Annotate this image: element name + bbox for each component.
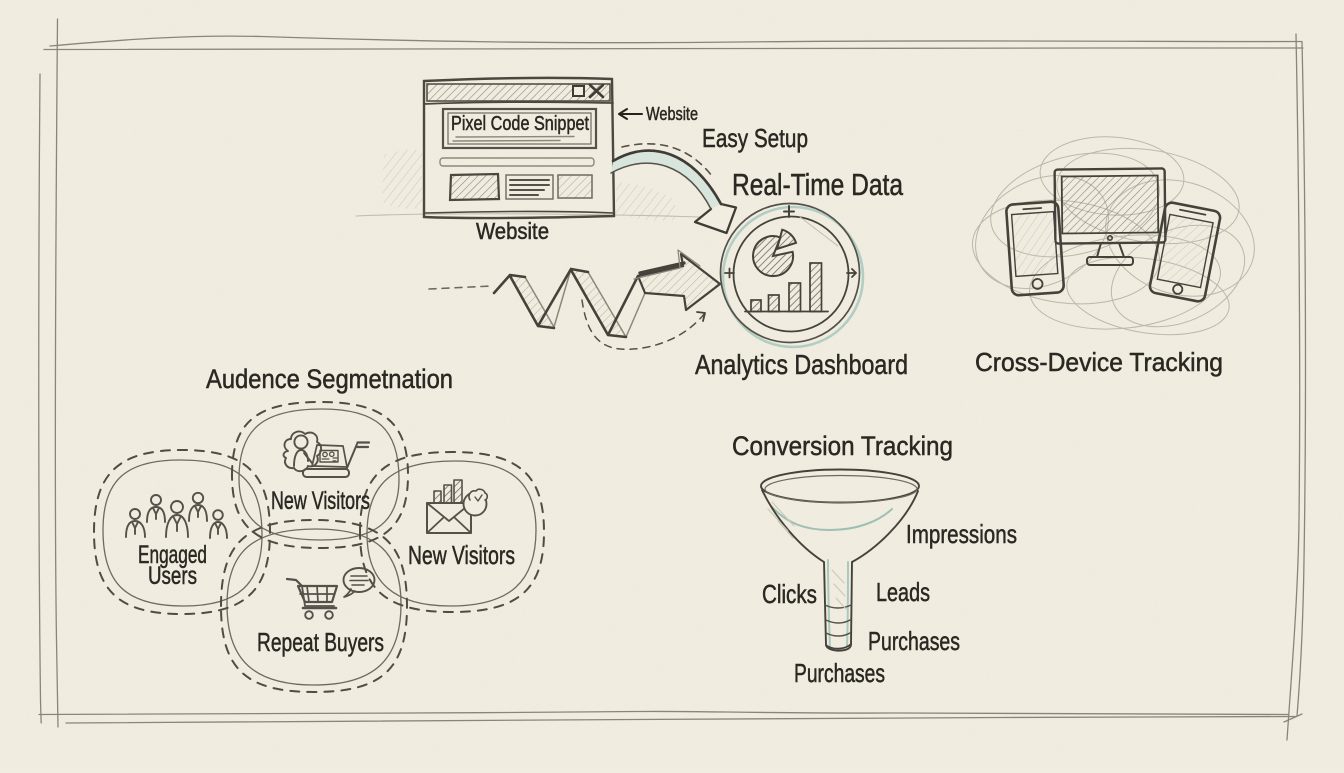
svg-text:Repeat Buyers: Repeat Buyers	[257, 627, 384, 657]
svg-text:Leads: Leads	[876, 577, 930, 607]
svg-text:Audence Segmetnation: Audence Segmetnation	[206, 364, 453, 394]
svg-text:Real-Time Data: Real-Time Data	[732, 167, 904, 202]
svg-text:Website: Website	[476, 218, 549, 244]
svg-text:Conversion Tracking: Conversion Tracking	[732, 431, 953, 461]
svg-text:Website: Website	[646, 104, 698, 124]
svg-text:Easy Setup: Easy Setup	[702, 123, 808, 153]
svg-text:Impressions: Impressions	[906, 519, 1017, 549]
svg-text:Purchases: Purchases	[868, 626, 960, 656]
svg-text:New Visitors: New Visitors	[271, 487, 370, 515]
svg-text:Cross-Device Tracking: Cross-Device Tracking	[975, 347, 1223, 377]
svg-text:New Visitors: New Visitors	[408, 540, 515, 570]
svg-text:Clicks: Clicks	[762, 579, 817, 609]
svg-text:Pixel Code Snippet: Pixel Code Snippet	[451, 113, 589, 135]
svg-text:Users: Users	[148, 562, 197, 590]
svg-text:Purchases: Purchases	[794, 658, 885, 688]
svg-text:Engaged: Engaged	[138, 541, 207, 569]
svg-text:Analytics Dashboard: Analytics Dashboard	[695, 349, 908, 380]
